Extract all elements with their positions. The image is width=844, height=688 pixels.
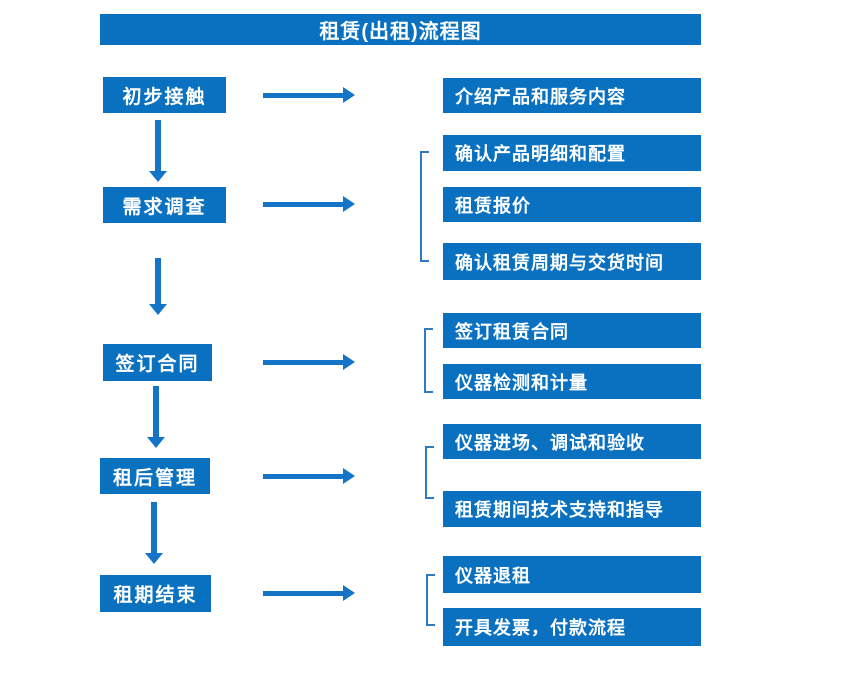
arrow-head bbox=[149, 304, 167, 315]
arrow-head bbox=[343, 196, 355, 212]
step-box-demand-survey: 需求调查 bbox=[103, 187, 226, 223]
step-label: 租后管理 bbox=[112, 467, 197, 489]
step-box-sign-contract: 签订合同 bbox=[103, 344, 212, 381]
output-box-instrument-return: 仪器退租 bbox=[443, 556, 701, 593]
step-box-post-rental-management: 租后管理 bbox=[100, 458, 210, 494]
arrow-right-icon bbox=[263, 87, 355, 103]
output-box-introduce-products: 介绍产品和服务内容 bbox=[443, 78, 701, 113]
arrow-head bbox=[343, 585, 355, 601]
arrow-head bbox=[343, 354, 355, 370]
arrow-head bbox=[149, 171, 167, 182]
arrow-right-icon bbox=[263, 468, 355, 484]
output-label: 仪器退租 bbox=[455, 565, 531, 586]
step-label: 需求调查 bbox=[122, 196, 207, 218]
arrow-shaft bbox=[263, 474, 344, 479]
output-label: 确认租赁周期与交货时间 bbox=[455, 252, 664, 273]
group-bracket bbox=[424, 328, 433, 393]
output-box-instrument-setup: 仪器进场、调试和验收 bbox=[443, 424, 701, 459]
output-label: 仪器检测和计量 bbox=[455, 372, 588, 393]
arrow-shaft bbox=[151, 502, 157, 554]
output-box-sign-rental-contract: 签订租赁合同 bbox=[443, 313, 701, 348]
output-label: 仪器进场、调试和验收 bbox=[455, 432, 645, 453]
output-label: 签订租赁合同 bbox=[455, 321, 569, 342]
arrow-shaft bbox=[155, 258, 161, 305]
output-box-tech-support: 租赁期间技术支持和指导 bbox=[443, 491, 701, 527]
output-label: 介绍产品和服务内容 bbox=[455, 86, 626, 107]
arrow-down-icon bbox=[147, 386, 165, 448]
output-box-confirm-product-details: 确认产品明细和配置 bbox=[443, 135, 701, 171]
arrow-shaft bbox=[153, 386, 159, 438]
flowchart-title-bar: 租赁(出租)流程图 bbox=[100, 14, 701, 45]
arrow-right-icon bbox=[263, 354, 355, 370]
step-label: 签订合同 bbox=[115, 354, 200, 375]
output-label: 租赁报价 bbox=[455, 195, 531, 216]
arrow-down-icon bbox=[145, 502, 163, 564]
output-box-rental-quote: 租赁报价 bbox=[443, 187, 701, 222]
arrow-shaft bbox=[263, 93, 344, 98]
arrow-right-icon bbox=[263, 196, 355, 212]
arrow-head bbox=[147, 437, 165, 448]
arrow-shaft bbox=[155, 120, 161, 172]
output-label: 租赁期间技术支持和指导 bbox=[455, 500, 664, 520]
step-label: 租期结束 bbox=[113, 585, 198, 606]
arrow-head bbox=[343, 87, 355, 103]
step-box-initial-contact: 初步接触 bbox=[103, 77, 226, 113]
group-bracket bbox=[420, 151, 429, 262]
arrow-head bbox=[343, 468, 355, 484]
arrow-shaft bbox=[263, 360, 344, 365]
step-box-lease-end: 租期结束 bbox=[100, 575, 211, 612]
output-box-instrument-testing: 仪器检测和计量 bbox=[443, 364, 701, 399]
arrow-down-icon bbox=[149, 258, 167, 315]
output-box-invoice-payment: 开具发票，付款流程 bbox=[443, 608, 701, 646]
flowchart-title: 租赁(出租)流程图 bbox=[319, 21, 482, 43]
arrow-right-icon bbox=[263, 585, 355, 601]
arrow-shaft bbox=[263, 202, 344, 207]
arrow-down-icon bbox=[149, 120, 167, 182]
step-label: 初步接触 bbox=[122, 86, 207, 108]
output-label: 开具发票，付款流程 bbox=[455, 618, 626, 638]
arrow-head bbox=[145, 553, 163, 564]
output-label: 确认产品明细和配置 bbox=[455, 144, 626, 164]
group-bracket bbox=[426, 574, 435, 626]
group-bracket bbox=[425, 446, 434, 499]
output-box-confirm-period-delivery: 确认租赁周期与交货时间 bbox=[443, 243, 701, 280]
arrow-shaft bbox=[263, 591, 344, 596]
